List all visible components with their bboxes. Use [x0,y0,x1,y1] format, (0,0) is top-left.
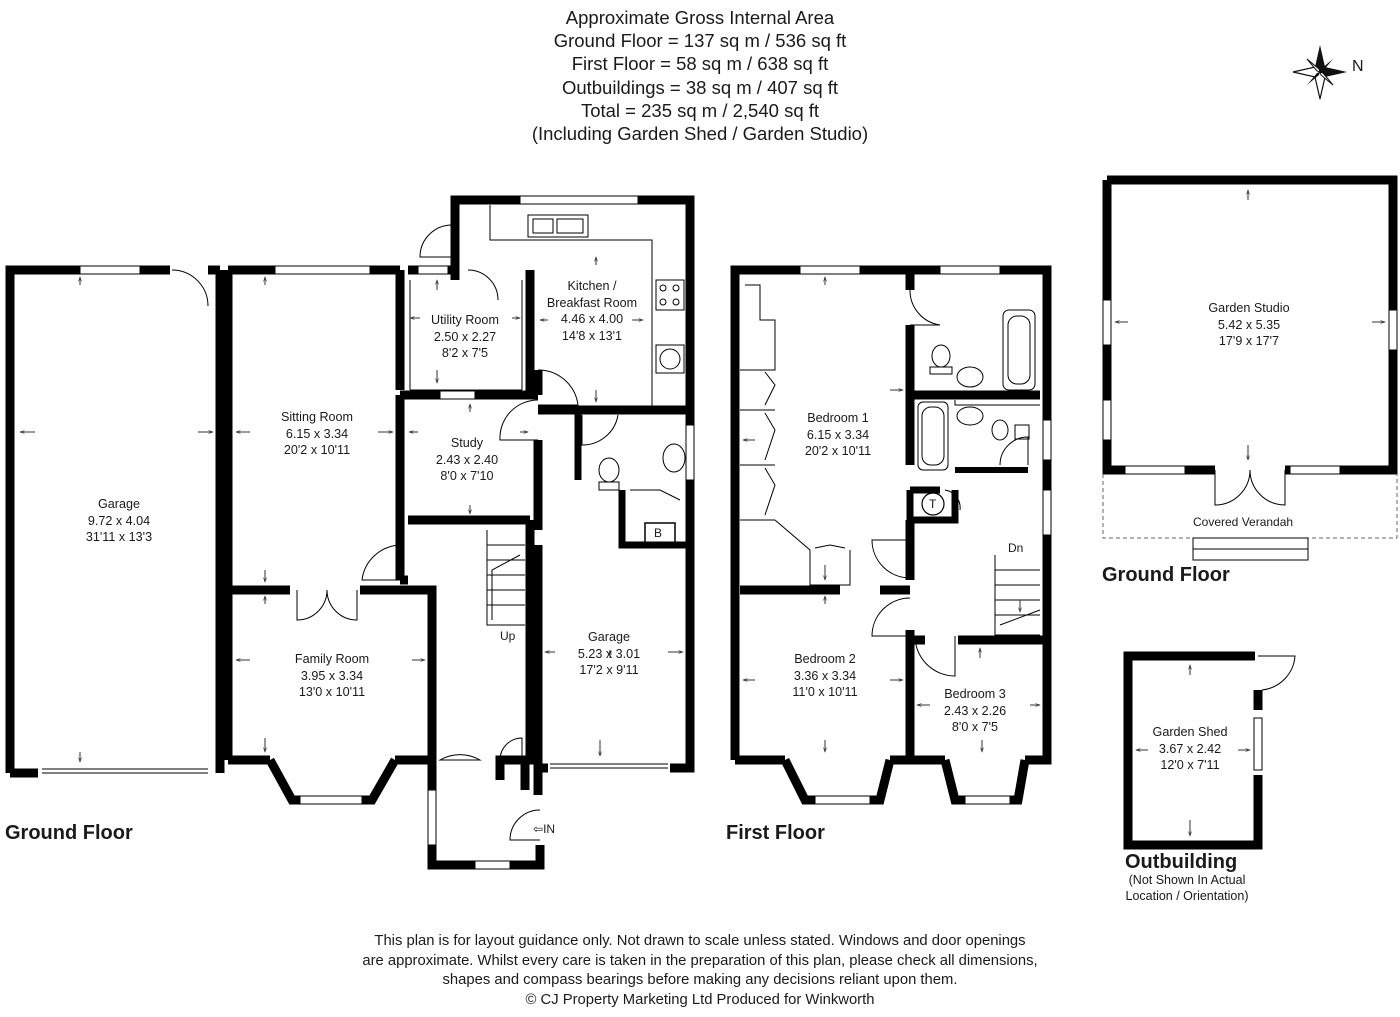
compass-north-label: N [1352,58,1364,75]
room-metric: 2.43 x 2.26 [943,703,1007,718]
garage-main-walls [5,265,225,778]
first-floor-plan [730,265,1052,805]
room-metric: 9.72 x 4.04 [87,513,151,528]
room-imperial: 8'0 x 7'10 [440,469,494,483]
studio-floor-label: Ground Floor [1102,564,1230,586]
outbuildings-area: Outbuildings = 38 sq m / 407 sq ft [561,76,839,98]
room-metric: 2.50 x 2.27 [433,329,497,344]
bedroom2-label: Bedroom 2 3.36 x 3.34 11'0 x 10'11 [792,651,857,701]
family-room-label: Family Room 3.95 x 3.34 13'0 x 10'11 [295,651,369,701]
area-note: (Including Garden Shed / Garden Studio) [531,123,869,145]
room-name: Study [450,436,484,450]
room-metric: 5.23 x 3.01 [577,646,641,661]
room-name: Bedroom 2 [794,652,856,666]
room-name: Garage [97,497,141,511]
area-summary: Approximate Gross Internal Area Ground F… [0,6,1400,145]
room-metric: 6.15 x 3.34 [806,427,870,442]
room-metric: 6.15 x 3.34 [285,426,349,441]
first-floor-label: First Floor [726,822,825,844]
room-name: Family Room [294,652,370,666]
sitting-room-label: Sitting Room 6.15 x 3.34 20'2 x 10'11 [281,409,353,459]
room-name: Bedroom 3 [944,687,1006,701]
room-imperial: 8'0 x 7'5 [951,720,999,734]
utility-room-label: Utility Room 2.50 x 2.27 8'2 x 7'5 [431,312,499,362]
dimension-arrows [20,190,1385,836]
boiler-label: B [654,526,663,540]
stairs-up-label: Up [500,629,516,643]
ground-floor-area: Ground Floor = 137 sq m / 536 sq ft [553,30,847,52]
room-name-2: Breakfast Room [546,295,638,310]
room-imperial: 31'11 x 13'3 [85,530,153,544]
room-imperial: 20'2 x 10'11 [283,443,351,457]
garage-small-label: Garage 5.23 x 3.01 17'2 x 9'11 [578,629,640,679]
garden-shed-plan [1123,651,1296,850]
room-metric: 5.42 x 5.35 [1217,317,1281,332]
room-imperial: 17'9 x 17'7 [1218,334,1280,348]
room-name: Garden Studio [1208,301,1290,315]
room-imperial: 13'0 x 10'11 [298,685,366,699]
room-metric: 2.43 x 2.40 [435,452,499,467]
kitchen-label: Kitchen / Breakfast Room 4.46 x 4.00 14'… [547,278,637,344]
room-name: Utility Room [431,313,499,327]
room-name: Kitchen / [567,279,617,293]
room-name: Sitting Room [280,410,354,424]
bedroom3-label: Bedroom 3 2.43 x 2.26 8'0 x 7'5 [944,686,1006,736]
garden-studio-label: Garden Studio 5.42 x 5.35 17'9 x 17'7 [1208,300,1289,350]
outbuilding-note-line: (Not Shown In Actual [1128,873,1246,887]
disclaimer-line: This plan is for layout guidance only. N… [374,933,1026,949]
ground-floor-plan [5,195,695,870]
room-metric: 4.46 x 4.00 [560,312,624,326]
stairs-down-label: Dn [1008,541,1024,555]
room-imperial: 12'0 x 7'11 [1160,758,1220,772]
garden-shed-label: Garden Shed 3.67 x 2.42 12'0 x 7'11 [1153,724,1228,774]
garage-main-label: Garage 9.72 x 4.04 31'11 x 13'3 [86,496,152,546]
compass-icon [1292,45,1347,100]
room-name: Garage [587,630,631,644]
disclaimer: This plan is for layout guidance only. N… [0,932,1400,1010]
room-imperial: 14'8 x 13'1 [561,328,623,343]
ground-floor-label: Ground Floor [5,822,133,844]
room-metric: 3.95 x 3.34 [300,668,364,683]
disclaimer-line: are approximate. Whilst every care is ta… [362,952,1038,969]
study-label: Study 2.43 x 2.40 8'0 x 7'10 [436,435,498,485]
entrance-text: IN [543,822,556,836]
outbuilding-note: (Not Shown In Actual Location / Orientat… [1112,872,1262,904]
room-name: Garden Shed [1152,725,1228,739]
room-imperial: 17'2 x 9'11 [579,663,639,677]
outbuilding-note-line: Location / Orientation) [1125,889,1249,903]
room-metric: 3.36 x 3.34 [793,668,857,683]
disclaimer-line: shapes and compass bearings before makin… [442,972,958,988]
tank-label: T [929,497,937,511]
room-name: Bedroom 1 [807,411,869,425]
bedroom1-label: Bedroom 1 6.15 x 3.34 20'2 x 10'11 [805,410,871,460]
room-imperial: 8'2 x 7'5 [441,346,489,360]
entrance-label: ⇦IN [533,822,556,836]
total-area: Total = 235 sq m / 2,540 sq ft [580,99,820,121]
room-metric: 3.67 x 2.42 [1158,741,1222,756]
area-title: Approximate Gross Internal Area [565,7,835,28]
room-imperial: 20'2 x 10'11 [804,444,872,458]
outbuilding-label: Outbuilding [1125,851,1238,873]
copyright-line: © CJ Property Marketing Ltd Produced for… [525,991,875,1008]
verandah-label: Covered Verandah [1193,515,1294,529]
first-floor-area: First Floor = 58 sq m / 638 sq ft [571,53,829,75]
garden-studio-plan [1102,175,1398,561]
room-imperial: 11'0 x 10'11 [792,685,858,699]
